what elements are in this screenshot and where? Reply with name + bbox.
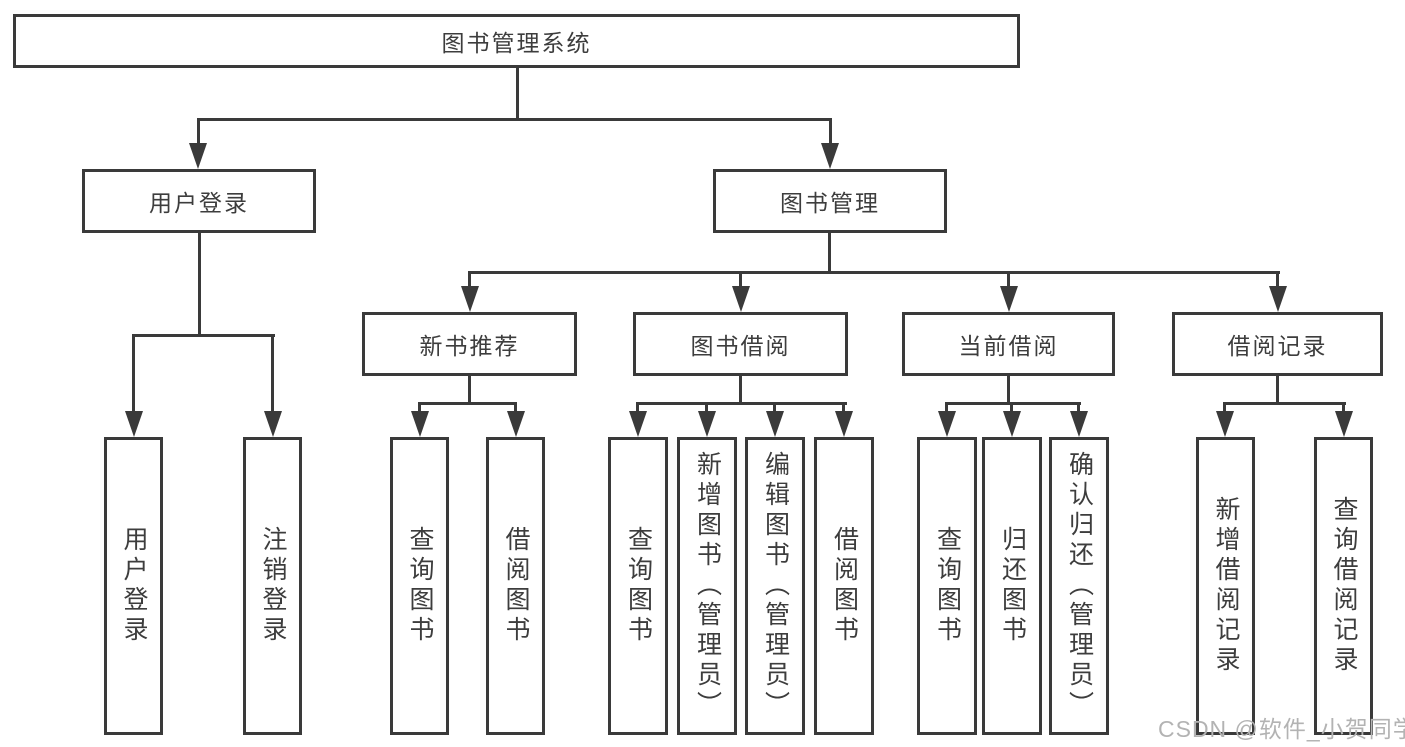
leaf-borrow-books-borrow: 借阅图书	[814, 437, 874, 735]
arrow-down-icon	[698, 411, 716, 437]
connector-line	[842, 404, 845, 414]
arrow-down-icon	[507, 411, 525, 437]
node-book-management: 图书管理	[713, 169, 947, 233]
leaf-query-books-current: 查询图书	[917, 437, 977, 735]
connector-line	[197, 119, 200, 147]
connector-line	[132, 336, 135, 413]
leaf-query-borrow-record: 查询借阅记录	[1314, 437, 1373, 735]
arrow-down-icon	[938, 411, 956, 437]
connector-line	[1010, 404, 1013, 414]
connector-line	[705, 404, 708, 414]
connector-line	[468, 376, 471, 405]
node-user-login: 用户登录	[82, 169, 316, 233]
leaf-return-book: 归还图书	[982, 437, 1042, 735]
connector-line	[1223, 404, 1226, 414]
leaf-borrow-books-recommend: 借阅图书	[486, 437, 545, 735]
leaf-user-login: 用户登录	[104, 437, 163, 735]
node-library-system-root: 图书管理系统	[13, 14, 1020, 68]
leaf-confirm-return-admin: 确认归还（管理员）	[1049, 437, 1109, 735]
connector-line	[1223, 402, 1346, 405]
node-current-borrow: 当前借阅	[902, 312, 1115, 376]
arrow-down-icon	[125, 411, 143, 437]
leaf-logout: 注销登录	[243, 437, 302, 735]
arrow-down-icon	[629, 411, 647, 437]
arrow-down-icon	[835, 411, 853, 437]
connector-line	[1276, 272, 1279, 288]
connector-line	[945, 402, 1081, 405]
connector-line	[516, 68, 519, 119]
connector-line	[739, 376, 742, 405]
connector-line	[1342, 404, 1345, 414]
leaf-edit-book-admin: 编辑图书（管理员）	[745, 437, 805, 735]
connector-line	[514, 404, 517, 414]
connector-line	[468, 272, 471, 288]
arrow-down-icon	[461, 286, 479, 312]
connector-line	[197, 118, 832, 121]
watermark: CSDN @软件_小贺同学	[1158, 716, 1405, 742]
connector-line	[418, 402, 517, 405]
arrow-down-icon	[411, 411, 429, 437]
arrow-down-icon	[1269, 286, 1287, 312]
connector-line	[636, 404, 639, 414]
arrow-down-icon	[1003, 411, 1021, 437]
leaf-add-borrow-record: 新增借阅记录	[1196, 437, 1255, 735]
node-borrow-records: 借阅记录	[1172, 312, 1383, 376]
connector-line	[1276, 376, 1279, 405]
connector-line	[828, 233, 831, 273]
connector-line	[1077, 404, 1080, 414]
arrow-down-icon	[821, 143, 839, 169]
leaf-add-book-admin: 新增图书（管理员）	[677, 437, 737, 735]
connector-line	[468, 271, 1280, 274]
arrow-down-icon	[1335, 411, 1353, 437]
leaf-query-books-recommend: 查询图书	[390, 437, 449, 735]
connector-line	[945, 404, 948, 414]
connector-line	[1007, 376, 1010, 405]
connector-line	[132, 334, 275, 337]
leaf-query-books-borrow: 查询图书	[608, 437, 668, 735]
connector-line	[1007, 272, 1010, 288]
connector-line	[773, 404, 776, 414]
arrow-down-icon	[1070, 411, 1088, 437]
connector-line	[739, 272, 742, 288]
arrow-down-icon	[1000, 286, 1018, 312]
arrow-down-icon	[1216, 411, 1234, 437]
node-book-borrow: 图书借阅	[633, 312, 848, 376]
connector-line	[829, 119, 832, 147]
arrow-down-icon	[264, 411, 282, 437]
connector-line	[418, 404, 421, 414]
arrow-down-icon	[189, 143, 207, 169]
connector-line	[271, 336, 274, 413]
arrow-down-icon	[732, 286, 750, 312]
connector-line	[636, 402, 847, 405]
arrow-down-icon	[766, 411, 784, 437]
node-new-book-recommend: 新书推荐	[362, 312, 577, 376]
connector-line	[198, 233, 201, 336]
